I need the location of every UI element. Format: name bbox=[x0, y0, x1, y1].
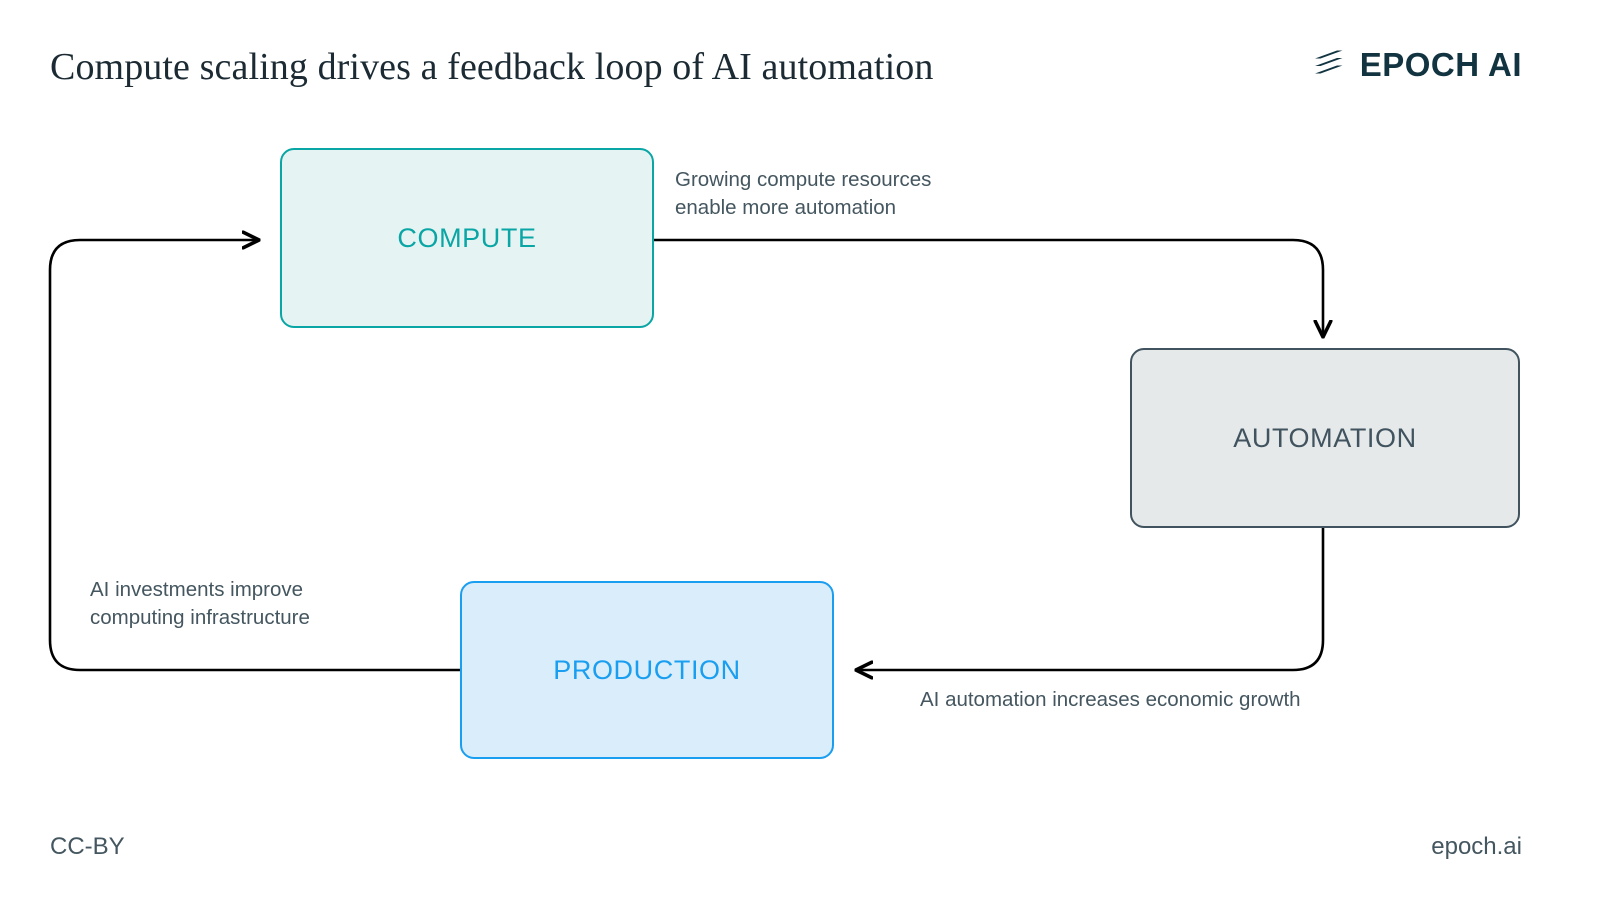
license-label: CC-BY bbox=[50, 833, 125, 860]
node-compute-label: COMPUTE bbox=[397, 222, 537, 253]
edge-label-automation-to-production: AI automation increases economic growth bbox=[920, 688, 1301, 711]
page-title: Compute scaling drives a feedback loop o… bbox=[50, 46, 934, 88]
edge-label-production-to-compute: AI investments improve computing infrast… bbox=[90, 578, 310, 629]
node-automation[interactable]: AUTOMATION bbox=[1130, 348, 1520, 528]
edge-compute-to-automation bbox=[654, 238, 1323, 336]
edge-production-to-compute bbox=[48, 240, 460, 672]
epoch-logo-icon bbox=[1314, 50, 1343, 73]
edge-automation-to-production bbox=[857, 528, 1325, 670]
header: Compute scaling drives a feedback loop o… bbox=[0, 0, 1600, 120]
edge-label-compute-to-automation: Growing compute resources enable more au… bbox=[675, 168, 932, 219]
brand-name: EPOCH AI bbox=[1359, 46, 1522, 83]
site-label: epoch.ai bbox=[1431, 833, 1522, 860]
node-compute[interactable]: COMPUTE bbox=[280, 148, 654, 328]
brand-logo: EPOCH AI bbox=[1313, 48, 1522, 81]
node-production-label: PRODUCTION bbox=[553, 654, 741, 685]
node-automation-label: AUTOMATION bbox=[1233, 422, 1417, 453]
node-production[interactable]: PRODUCTION bbox=[460, 581, 834, 759]
